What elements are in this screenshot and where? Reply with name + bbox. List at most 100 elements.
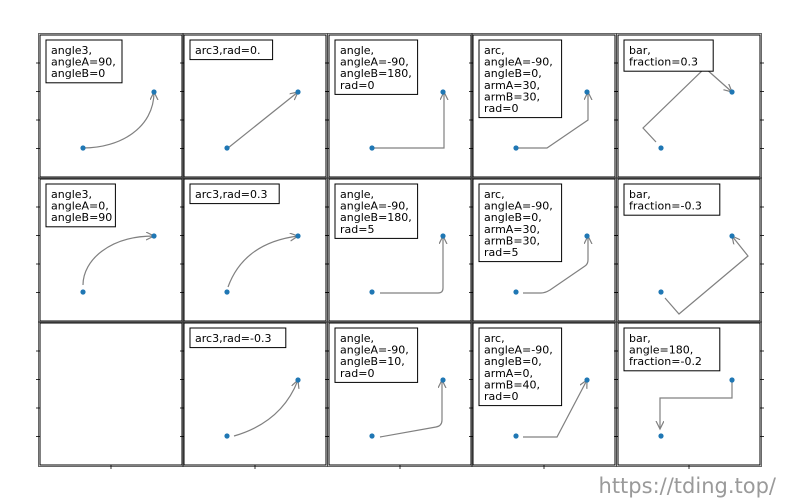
data-point-start — [513, 145, 519, 151]
label-line: arc, — [484, 44, 505, 57]
data-point-start — [369, 289, 375, 295]
label-line: angleA=90, — [51, 56, 116, 69]
label-line: angleA=-90, — [484, 56, 553, 69]
label-line: armA=30, — [484, 79, 540, 92]
label-line: fraction=-0.2 — [629, 355, 702, 368]
label-box — [623, 39, 714, 72]
label-line: armB=30, — [484, 234, 540, 247]
label-line: fraction=0.3 — [629, 56, 698, 69]
label-box — [334, 39, 419, 95]
label-text: arc,angleA=-90,angleB=0,armA=30,armB=30,… — [484, 44, 553, 115]
label-line: armB=40, — [484, 378, 540, 391]
label-line: arc, — [484, 332, 505, 345]
label-line: rad=5 — [340, 223, 374, 236]
connection-arrow — [523, 380, 587, 438]
data-point-start — [658, 433, 664, 439]
data-point-start — [224, 433, 230, 439]
data-point-end — [151, 89, 157, 95]
label-line: armB=30, — [484, 90, 540, 103]
label-line: bar, — [629, 188, 651, 201]
data-point-start — [80, 289, 86, 295]
panel-2-5: bar,fraction=-0.3 — [614, 177, 764, 323]
data-point-end — [295, 377, 301, 383]
data-point-end — [729, 233, 735, 239]
label-line: angleB=0, — [484, 211, 542, 224]
label-box — [478, 327, 563, 407]
label-text: arc,angleA=-90,angleB=0,armA=30,armB=30,… — [484, 188, 553, 259]
label-line: arc3,rad=0. — [195, 44, 261, 57]
label-line: arc3,rad=-0.3 — [195, 332, 272, 345]
label-box — [189, 327, 287, 349]
connection-arrow — [379, 380, 442, 438]
watermark-text: https://tding.top/ — [598, 474, 776, 498]
label-line: rad=0 — [340, 79, 374, 92]
label-line: angle3, — [51, 44, 92, 57]
connection-arrow — [227, 92, 298, 149]
label-text: arc3,rad=0.3 — [195, 188, 268, 201]
data-point-start — [369, 433, 375, 439]
label-text: arc3,rad=0. — [195, 44, 261, 57]
label-text: bar,angle=180,fraction=-0.2 — [629, 332, 702, 368]
panel-frame — [39, 322, 183, 466]
label-line: angleB=0, — [484, 67, 542, 80]
label-line: rad=0 — [484, 102, 518, 115]
data-point-start — [224, 289, 230, 295]
data-point-start — [658, 145, 664, 151]
label-line: angleB=180, — [340, 211, 412, 224]
connection-arrow — [660, 380, 733, 429]
label-line: angleB=0 — [51, 67, 105, 80]
label-text: arc3,rad=-0.3 — [195, 332, 272, 345]
label-box — [478, 39, 563, 119]
data-point-start — [513, 433, 519, 439]
panel-2-3: angle,angleA=-90,angleB=180,rad=5 — [325, 177, 475, 323]
label-line: armA=30, — [484, 223, 540, 236]
connection-arrow — [372, 92, 444, 149]
panel-1-2: arc3,rad=0. — [180, 33, 330, 179]
label-line: rad=0 — [340, 367, 374, 380]
label-line: angleB=10, — [340, 355, 405, 368]
label-box — [334, 183, 419, 239]
connection-arrow — [664, 236, 749, 315]
data-point-end — [295, 233, 301, 239]
label-line: bar, — [629, 332, 651, 345]
data-point-start — [658, 289, 664, 295]
connection-arrow — [380, 236, 443, 294]
label-line: armA=0, — [484, 367, 533, 380]
panel-1-5: bar,fraction=0.3 — [614, 33, 764, 179]
data-point-end — [729, 377, 735, 383]
label-text: angle,angleA=-90,angleB=180,rad=5 — [340, 188, 412, 236]
connection-arrow — [82, 236, 154, 286]
label-text: arc,angleA=-90,angleB=0,armA=0,armB=40,r… — [484, 332, 553, 403]
panel-2-1: angle3,angleA=0,angleB=90 — [36, 177, 186, 323]
label-box — [478, 183, 563, 263]
label-line: arc, — [484, 188, 505, 201]
label-box — [45, 183, 116, 228]
data-point-end — [440, 89, 446, 95]
panel-1-3: angle,angleA=-90,angleB=180,rad=0 — [325, 33, 475, 179]
label-text: angle,angleA=-90,angleB=10,rad=0 — [340, 332, 409, 380]
label-line: angle, — [340, 44, 374, 57]
panel-3-1 — [36, 321, 186, 469]
label-line: angle=180, — [629, 344, 693, 357]
data-point-end — [584, 89, 590, 95]
data-point-start — [369, 145, 375, 151]
label-line: rad=5 — [484, 246, 518, 259]
data-point-end — [440, 377, 446, 383]
label-line: angleA=-90, — [484, 344, 553, 357]
data-point-end — [729, 89, 735, 95]
data-point-end — [295, 89, 301, 95]
panel-1-4: arc,angleA=-90,angleB=0,armA=30,armB=30,… — [469, 33, 619, 179]
panel-2-4: arc,angleA=-90,angleB=0,armA=30,armB=30,… — [469, 177, 619, 323]
panel-1-1: angle3,angleA=90,angleB=0 — [36, 33, 186, 179]
label-box — [189, 39, 274, 61]
label-line: angleB=180, — [340, 67, 412, 80]
label-box — [189, 183, 280, 205]
connection-arrow — [642, 67, 732, 143]
label-line: angle, — [340, 188, 374, 201]
data-point-end — [151, 233, 157, 239]
label-line: arc3,rad=0.3 — [195, 188, 268, 201]
data-point-start — [80, 145, 86, 151]
label-line: bar, — [629, 44, 651, 57]
label-text: angle,angleA=-90,angleB=180,rad=0 — [340, 44, 412, 92]
label-text: angle3,angleA=90,angleB=0 — [51, 44, 116, 80]
